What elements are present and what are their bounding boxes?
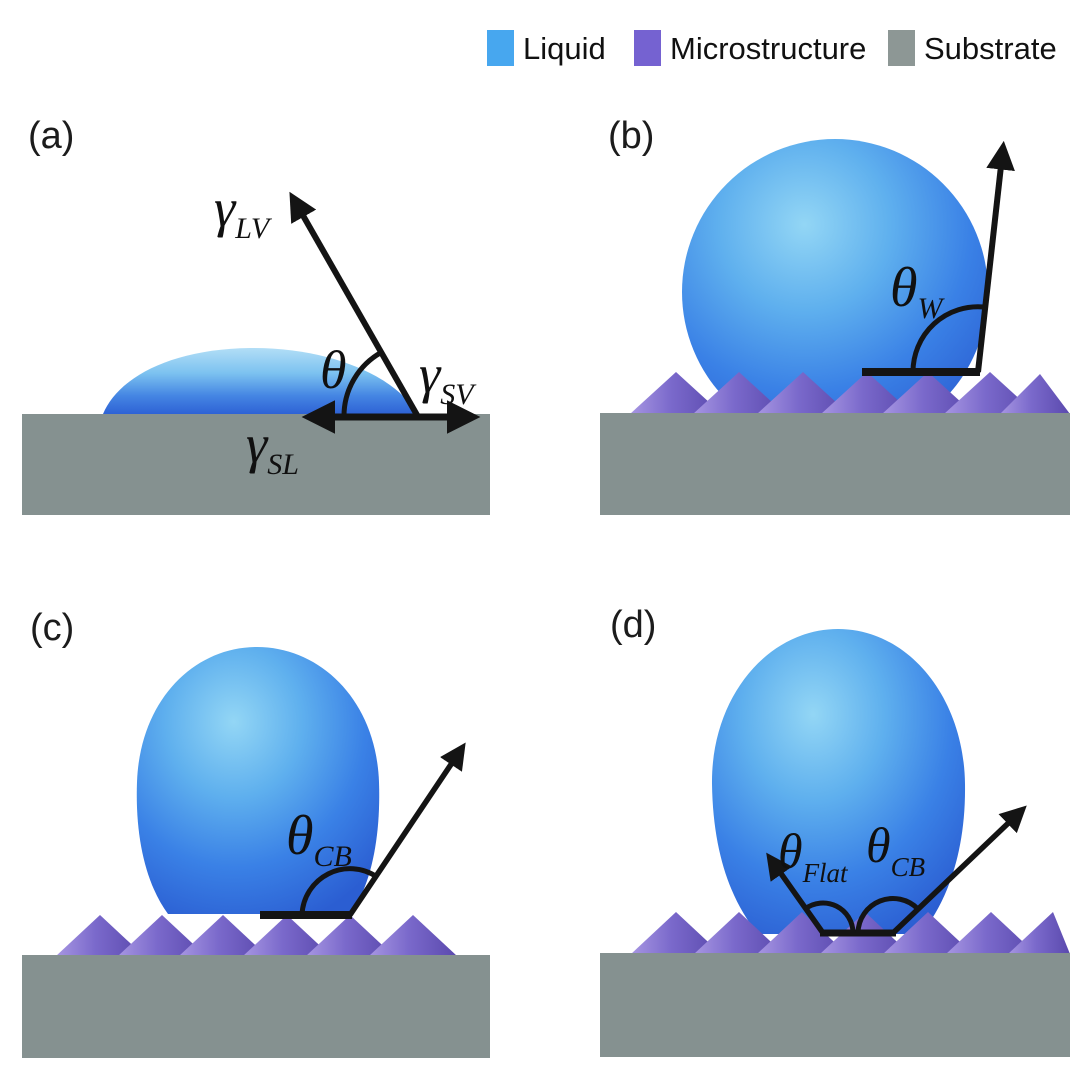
microstructure-triangle — [369, 915, 457, 956]
substrate-b — [600, 413, 1070, 515]
gamma-lv-arrow — [289, 191, 420, 417]
panel-b-label: (b) — [608, 115, 654, 157]
microstructure-triangle — [631, 912, 721, 954]
microstructure-triangle — [243, 915, 331, 956]
microstructure-triangle — [56, 915, 144, 956]
microstructure-triangle — [757, 372, 849, 414]
substrate-c — [22, 955, 490, 1058]
panel-c: (c) θCB — [22, 607, 490, 1058]
microstructure-triangle — [882, 372, 974, 414]
cb-angle-arrow-d — [891, 805, 1027, 935]
microstructure-triangle — [1000, 374, 1070, 414]
droplet-cassie-baxter — [136, 647, 380, 914]
microstructure-triangle — [883, 912, 973, 954]
panel-c-label: (c) — [30, 607, 74, 649]
contact-angle-arc-a — [341, 349, 384, 417]
microstructure-triangle — [630, 372, 722, 414]
theta-w-label: θW — [890, 257, 946, 325]
cb-angle-arrow — [347, 742, 466, 917]
microstructure-triangle — [118, 915, 206, 956]
legend-swatch-substrate — [888, 30, 915, 66]
microstructure-triangle — [693, 372, 785, 414]
contact-angle-arc-c — [299, 866, 379, 916]
substrate-d — [600, 953, 1070, 1057]
microstructure-c — [56, 915, 457, 956]
gamma-lv-label: γLV — [214, 178, 273, 245]
legend-swatch-microstructure — [634, 30, 661, 66]
gamma-sl-label: γSL — [246, 414, 299, 481]
panel-d: (d) θFlat θCB — [600, 604, 1070, 1057]
legend-label-liquid: Liquid — [523, 31, 606, 66]
microstructure-triangle — [694, 912, 784, 954]
microstructure-triangle — [946, 912, 1036, 954]
microstructure-triangle — [821, 372, 913, 414]
microstructure-b — [630, 372, 1070, 414]
panel-b: (b) θW — [600, 115, 1070, 515]
legend-label-microstructure: Microstructure — [670, 31, 866, 66]
microstructure-triangle — [1008, 912, 1070, 954]
flat-angle-arrow — [766, 852, 826, 935]
legend: Liquid Microstructure Substrate — [487, 30, 1057, 66]
gamma-sv-label: γSV — [419, 344, 477, 411]
panel-d-label: (d) — [610, 604, 656, 646]
droplet-transition — [711, 629, 966, 934]
flat-angle-arc — [803, 900, 856, 934]
panel-a: (a) γLV θ γSV γSL — [22, 115, 490, 515]
panel-a-label: (a) — [28, 115, 74, 157]
legend-label-substrate: Substrate — [924, 31, 1057, 66]
microstructure-d — [631, 912, 1070, 954]
legend-swatch-liquid — [487, 30, 514, 66]
microstructure-triangle — [179, 915, 267, 956]
wenzel-angle-arrow — [975, 140, 1015, 373]
contact-angle-arc-b — [910, 304, 985, 373]
cb-angle-arc-d — [855, 896, 920, 934]
theta-cb-label: θCB — [286, 805, 352, 873]
theta-label: θ — [320, 340, 347, 400]
microstructure-triangle — [757, 912, 847, 954]
droplet-flat — [103, 347, 417, 414]
theta-cb-label-d: θCB — [866, 817, 925, 882]
theta-flat-label: θFlat — [778, 823, 849, 888]
microstructure-triangle — [306, 915, 394, 956]
